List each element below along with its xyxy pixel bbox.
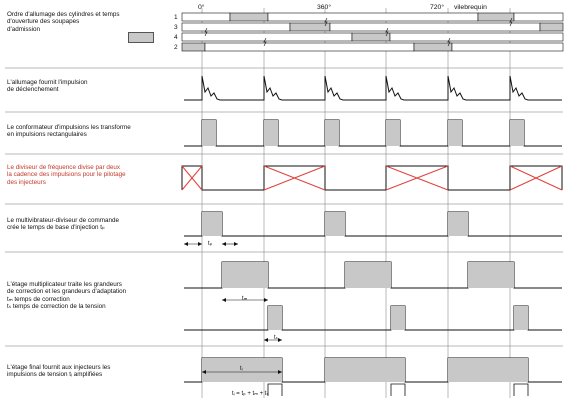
ti-arrow-head <box>202 370 206 374</box>
header-label: Ordre d'allumage des cylindres et temps … <box>7 11 120 33</box>
intake-open-segment <box>413 42 453 52</box>
rectangular-pulse-fill <box>510 120 524 146</box>
correction-ts-fill <box>391 306 405 330</box>
cylinder-track-segment <box>451 42 564 52</box>
base-injection-fill <box>448 212 468 236</box>
deg-360: 360° <box>317 4 332 11</box>
tm-label: tₘ <box>242 296 248 302</box>
tp-arrow-left-head <box>184 242 188 246</box>
tp-arrow-left-head <box>198 242 202 246</box>
row-label-multivibrateur: Le multivibrateur-diviseur de commande c… <box>7 217 119 232</box>
trigger-pulse-trace <box>184 75 562 101</box>
cyl-label-2: 2 <box>174 44 178 51</box>
base-injection-trace <box>184 211 562 237</box>
cylinder-track-segment <box>329 22 541 32</box>
tp-arrow-right-head <box>222 242 226 246</box>
cylinder-track-segment <box>181 12 231 22</box>
grid-lines <box>5 8 563 398</box>
cylinder-track-segment <box>389 32 564 42</box>
intake-open-segment <box>229 12 269 22</box>
time-annotations <box>184 242 282 374</box>
rectangular-pulse-trace <box>184 119 562 147</box>
ti-label: tᵢ <box>240 366 243 372</box>
correction-ts-fill <box>268 306 282 330</box>
cylinder-track-segment <box>181 32 353 42</box>
divider-cross <box>509 165 563 191</box>
row-label-diviseur: Le diviseur de fréquence divise par deux… <box>7 164 126 186</box>
spark-icon <box>324 17 328 27</box>
cyl-label-1: 1 <box>174 14 178 21</box>
intake-open-segment <box>477 12 515 22</box>
divider-trace <box>181 165 563 191</box>
deg-720: 720° <box>430 4 445 11</box>
correction-tm-fill <box>345 262 391 288</box>
final-stage-secondary <box>267 383 283 396</box>
ti-formula: tᵢ = tₚ + tₘ + tₛ <box>232 391 269 397</box>
correction-ts-fill <box>514 306 528 330</box>
vilebrequin-label: vilebrequin <box>454 4 487 11</box>
rectangular-pulse-fill <box>325 120 339 146</box>
tp-label: tₚ <box>208 241 213 247</box>
cylinder-track-segment <box>267 12 479 22</box>
ts-label: tₛ <box>274 335 278 341</box>
intake-legend-swatch <box>128 32 154 43</box>
intake-open-segment <box>289 22 331 32</box>
row-label-allumage: L'allumage fournit l'impulsion de déclen… <box>7 79 88 94</box>
intake-open-segment <box>351 32 391 42</box>
rectangular-pulse-fill <box>264 120 278 146</box>
tm-arrow-head <box>264 298 268 302</box>
correction-ts-trace <box>184 305 562 331</box>
rectangular-pulse-fill <box>386 120 400 146</box>
row-label-multiplicateur: L'étage multiplicateur traite les grande… <box>7 281 127 311</box>
tm-arrow-head <box>222 298 226 302</box>
final-stage-secondary <box>390 383 406 396</box>
cylinder-track-segment <box>181 22 291 32</box>
spark-icon <box>204 27 208 37</box>
intake-open-segment <box>181 42 206 52</box>
final-stage-fill <box>448 358 528 382</box>
signal-traces <box>181 75 563 396</box>
deg-0: 0° <box>198 4 205 11</box>
base-injection-fill <box>202 212 222 236</box>
cyl-label-4: 4 <box>174 34 178 41</box>
rectangular-pulse-fill <box>448 120 462 146</box>
divider-cross <box>181 165 203 191</box>
tp-arrow-right-head <box>234 242 238 246</box>
spark-icon <box>263 37 267 47</box>
ts-arrow-head <box>278 338 282 342</box>
row-label-conformateur: Le conformateur d'impulsions les transfo… <box>7 124 131 139</box>
rectangular-pulse-fill <box>202 120 216 146</box>
correction-tm-fill <box>468 262 514 288</box>
divider-cross <box>263 165 326 191</box>
divider-cross <box>385 165 449 191</box>
correction-tm-fill <box>222 262 268 288</box>
spark-icon <box>509 17 513 27</box>
final-stage-fill <box>325 358 405 382</box>
final-stage-fill <box>202 358 282 382</box>
base-injection-fill <box>325 212 345 236</box>
spark-icon <box>447 37 451 47</box>
cyl-label-3: 3 <box>174 24 178 31</box>
spark-icon <box>385 27 389 37</box>
cylinder-track-segment <box>513 12 564 22</box>
ts-arrow-head <box>264 338 268 342</box>
intake-open-segment <box>539 22 564 32</box>
cylinder-track-segment <box>204 42 415 52</box>
firing-order-bars <box>181 12 564 52</box>
final-stage-secondary <box>513 383 529 396</box>
row-label-etage-final: L'étage final fournit aux injecteurs les… <box>7 364 111 379</box>
ti-arrow-head <box>278 370 282 374</box>
